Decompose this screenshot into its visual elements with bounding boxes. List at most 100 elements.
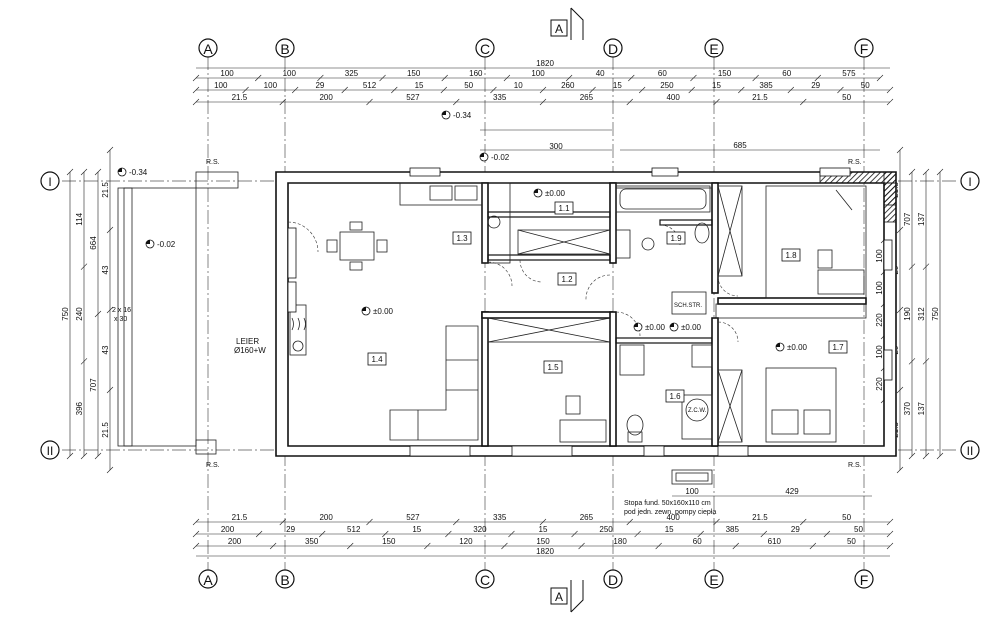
room-labels: 1.11.21.31.41.51.61.71.81.9	[367, 201, 848, 403]
dimension-tick	[80, 168, 88, 176]
axis-bubble	[275, 569, 295, 589]
dimension-value: 150	[407, 69, 421, 78]
dimension-tick	[192, 518, 200, 526]
pump-dim: 100	[685, 487, 699, 496]
leier-label: LEIER	[236, 337, 259, 346]
axis-bubble	[960, 440, 980, 460]
dimension-value: 396	[75, 401, 84, 415]
dimension-tick	[453, 518, 460, 526]
rs-label: R.S.	[848, 462, 862, 469]
dimension-tick	[908, 452, 916, 460]
level-value: -0.34	[129, 168, 148, 177]
section-marker-top: A	[550, 7, 584, 40]
axis-bubble	[854, 569, 874, 589]
dimension-tick	[66, 452, 74, 460]
window	[819, 167, 851, 177]
dimension-tick	[760, 530, 768, 538]
dimension-tick	[453, 98, 460, 106]
dimension-value: 15	[613, 81, 622, 90]
level-marker-fill	[670, 323, 674, 327]
dimension-tick	[571, 530, 578, 538]
axis-label: F	[860, 572, 869, 588]
room-box	[666, 231, 686, 245]
axis-bubble	[275, 38, 295, 58]
dimension-tick	[490, 86, 497, 94]
dimension-value: 50	[842, 513, 851, 522]
level-marker-fill	[362, 307, 366, 311]
dim-685: 685	[733, 141, 747, 150]
dimension-tick	[106, 306, 114, 314]
dimension-value: 400	[666, 93, 680, 102]
dimension-tick	[886, 530, 894, 538]
dimension-tick	[589, 86, 596, 94]
zcw-label: Z.C.W.	[688, 408, 707, 414]
dimension-value: 10	[514, 81, 523, 90]
dimension-value: 60	[782, 69, 791, 78]
dimension-tick	[688, 86, 695, 94]
level-value: ±0.00	[787, 343, 808, 352]
dimension-value: 260	[561, 81, 575, 90]
dimension-value: 385	[759, 81, 773, 90]
dimension-tick	[809, 542, 817, 550]
dimension-value: 15	[539, 525, 548, 534]
dimension-value: 60	[693, 537, 702, 546]
dimension-tick	[886, 86, 894, 94]
dimension-value: 512	[363, 81, 377, 90]
dimension-tick	[254, 74, 262, 82]
dimension-tick	[379, 74, 386, 82]
rs-label: R.S.	[848, 159, 862, 166]
room-number: 1.8	[785, 251, 797, 260]
dimension-tick	[382, 530, 389, 538]
axis-label: II	[47, 444, 54, 458]
axis-bubble	[603, 569, 623, 589]
level-value: -0.02	[157, 240, 176, 249]
dimension-tick	[752, 74, 759, 82]
dimension-tick	[908, 168, 916, 176]
dimension-tick	[441, 74, 448, 82]
window	[409, 167, 441, 177]
window	[643, 445, 665, 457]
dimension-value: 335	[493, 93, 507, 102]
dimension-value: 610	[768, 537, 782, 546]
dimension-value: 29	[315, 81, 324, 90]
dimension-tick	[106, 146, 114, 154]
dimension-value: 250	[599, 525, 613, 534]
dimension-value: 50	[861, 81, 870, 90]
interior-walls	[399, 182, 867, 447]
dimension-tick	[539, 98, 547, 106]
dimension-tick	[565, 74, 573, 82]
dimension-value: 21.5	[232, 93, 248, 102]
dimension-value: 15	[415, 81, 424, 90]
dimension-value: 220	[875, 377, 884, 391]
dimension-value: 200	[221, 525, 235, 534]
axis-bubble	[854, 38, 874, 58]
dimension-tick	[440, 86, 448, 94]
dimension-tick	[317, 74, 324, 82]
dimension-tick	[192, 542, 200, 550]
section-marker-label: A	[555, 22, 563, 36]
room-box	[665, 389, 685, 403]
furniture	[289, 185, 867, 485]
room-box	[554, 201, 574, 215]
dimension-tick	[626, 98, 633, 106]
window	[409, 445, 471, 457]
dimension-tick	[106, 386, 114, 394]
level-marker-fill	[776, 343, 780, 347]
dimension-tick	[445, 530, 452, 538]
dimension-value: 100	[875, 345, 884, 359]
axis-label: C	[480, 41, 490, 57]
dimension-tick	[922, 358, 930, 365]
room-box	[543, 360, 563, 374]
axis-bubble	[40, 171, 60, 191]
foundation-note-2: pod jedn. zewn. pompy ciepła	[624, 509, 716, 516]
dimension-tick	[242, 86, 249, 94]
dimension-value: 150	[718, 69, 732, 78]
outer-walls	[275, 171, 897, 457]
leier-sub-label: Ø160+W	[234, 346, 266, 355]
axis-bubble	[475, 38, 495, 58]
dimension-tick	[192, 530, 200, 538]
dimension-tick	[255, 530, 263, 538]
rs-label: R.S.	[206, 159, 220, 166]
